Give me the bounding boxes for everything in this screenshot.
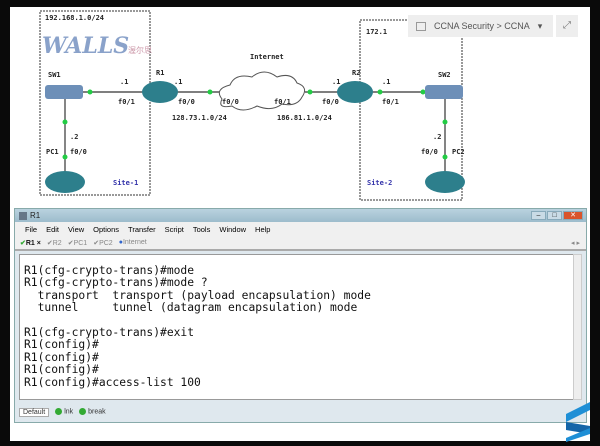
menu-transfer[interactable]: Transfer xyxy=(128,224,156,234)
folder-icon xyxy=(416,21,426,31)
subnet-right: 172.1 xyxy=(366,28,387,36)
tab-pc1[interactable]: ✔PC1 xyxy=(67,239,88,247)
vertical-scrollbar[interactable] xyxy=(573,254,582,400)
tab-label: R2 xyxy=(52,239,62,247)
r1-label: R1 xyxy=(156,69,164,77)
sw1-label: SW1 xyxy=(48,71,61,79)
menu-view[interactable]: View xyxy=(68,224,85,234)
subnet-left: 192.168.1.0/24 xyxy=(45,14,104,22)
net1-label: 128.73.1.0/24 xyxy=(172,114,227,122)
terminal-line: R1(cfg-crypto-trans)#mode xyxy=(24,264,195,277)
watermark-sub: 渥尔思 xyxy=(128,45,152,55)
ip-label: .1 xyxy=(174,78,182,86)
pc2-label: PC2 xyxy=(452,148,465,156)
ip-label: .1 xyxy=(382,78,390,86)
intf-label: f0/0 xyxy=(178,98,195,106)
network-topology-diagram: WALLS 渥尔思 192.168.1.0/24 172.1 Internet … xyxy=(39,10,465,201)
site2-label: Site-2 xyxy=(367,179,392,187)
router-r2-icon[interactable] xyxy=(337,81,373,103)
router-r1-icon[interactable] xyxy=(142,81,178,103)
break-button[interactable]: break xyxy=(79,408,106,416)
menu-script[interactable]: Script xyxy=(164,224,184,234)
switch-sw2-icon[interactable] xyxy=(425,85,463,99)
site1-box xyxy=(39,10,151,196)
close-button[interactable]: ✕ xyxy=(563,211,583,220)
menu-bar: File Edit View Options Transfer Script T… xyxy=(15,222,586,236)
intf-label: f0/1 xyxy=(274,98,291,106)
maximize-button[interactable]: □ xyxy=(547,211,562,220)
pc2-router-icon[interactable] xyxy=(425,171,465,193)
internet-cloud-icon xyxy=(218,71,306,111)
menu-tools[interactable]: Tools xyxy=(192,224,211,234)
video-frame: WALLS 渥尔思 192.168.1.0/24 172.1 Internet … xyxy=(10,7,590,441)
terminal-line: R1(config)# xyxy=(24,363,99,377)
tab-label: Internet xyxy=(122,239,147,246)
menu-options[interactable]: Options xyxy=(93,224,120,234)
ip-label: .1 xyxy=(332,78,340,86)
net2-label: 186.81.1.0/24 xyxy=(277,114,332,122)
terminal-line: R1(config)# xyxy=(24,350,99,364)
watermark-logo: WALLS xyxy=(42,33,129,59)
expand-icon: ⤢ xyxy=(563,20,571,31)
pc1-router-icon[interactable] xyxy=(45,171,85,193)
site1-label: Site-1 xyxy=(113,179,138,187)
title-bar: R1 – □ ✕ xyxy=(15,209,586,222)
terminal-line: R1(cfg-crypto-trans)#exit xyxy=(24,326,195,340)
terminal-line: R1(config)#access-list 100 xyxy=(24,375,201,389)
session-selector[interactable]: Default xyxy=(19,407,50,417)
close-tab-icon[interactable]: × xyxy=(36,239,41,247)
tab-internet[interactable]: ●Internet xyxy=(119,239,147,246)
lnk-button[interactable]: lnk xyxy=(55,408,74,416)
tab-label: R1 xyxy=(25,239,35,247)
status-dot-icon xyxy=(55,408,63,416)
switch-sw1-icon[interactable] xyxy=(45,85,83,99)
ip-label: .2 xyxy=(70,133,78,141)
session-tabs: ✔R1 × ✔R2 ✔PC1 ✔PC2 ●Internet ◂ ▸ xyxy=(15,236,586,251)
terminal-line: R1(config)# xyxy=(24,338,99,352)
pc1-label: PC1 xyxy=(46,148,59,156)
break-label: break xyxy=(88,408,106,416)
intf-label: f0/0 xyxy=(222,98,239,106)
tab-scroll-arrows[interactable]: ◂ ▸ xyxy=(571,239,580,247)
terminal-window: R1 – □ ✕ File Edit View Options Transfer… xyxy=(14,208,587,423)
menu-file[interactable]: File xyxy=(25,224,38,234)
status-bar: Default lnk break xyxy=(19,405,106,419)
ip-label: .1 xyxy=(120,78,128,86)
intf-label: f0/0 xyxy=(421,148,438,156)
brand-logo-icon xyxy=(566,402,590,442)
terminal-line: tunnel tunnel (datagram encapsulation) m… xyxy=(24,301,358,315)
expand-button[interactable]: ⤢ xyxy=(556,15,578,37)
intf-label: f0/1 xyxy=(118,98,135,106)
menu-edit[interactable]: Edit xyxy=(46,224,60,234)
sw2-label: SW2 xyxy=(438,71,451,79)
intf-label: f0/0 xyxy=(70,148,87,156)
tab-r2[interactable]: ✔R2 xyxy=(46,239,62,247)
check-icon: ✔ xyxy=(20,239,26,247)
terminal-line: transport transport (payload encapsulati… xyxy=(24,288,371,302)
menu-window[interactable]: Window xyxy=(219,224,247,234)
app-icon xyxy=(19,211,27,220)
intf-label: f0/1 xyxy=(382,98,399,106)
chevron-down-icon: ▾ xyxy=(537,20,543,31)
course-breadcrumb-dropdown[interactable]: CCNA Security > CCNA ▾ xyxy=(408,15,553,37)
lnk-label: lnk xyxy=(64,408,74,416)
r2-label: R2 xyxy=(352,69,360,77)
window-title: R1 xyxy=(30,211,41,220)
intf-label: f0/0 xyxy=(322,98,339,106)
ip-label: .2 xyxy=(433,133,441,141)
terminal-line: R1(cfg-crypto-trans)#mode ? xyxy=(24,276,208,290)
breadcrumb-text: CCNA Security > CCNA xyxy=(434,21,530,31)
tab-label: PC2 xyxy=(99,239,113,247)
tab-pc2[interactable]: ✔PC2 xyxy=(93,239,113,247)
status-dot-icon xyxy=(79,408,87,416)
minimize-button[interactable]: – xyxy=(531,211,546,220)
tab-label: PC1 xyxy=(73,239,88,247)
tab-r1[interactable]: ✔R1 × xyxy=(20,239,41,247)
internet-label: Internet xyxy=(250,53,284,61)
menu-help[interactable]: Help xyxy=(255,224,271,234)
globe-icon: ● xyxy=(118,239,123,246)
